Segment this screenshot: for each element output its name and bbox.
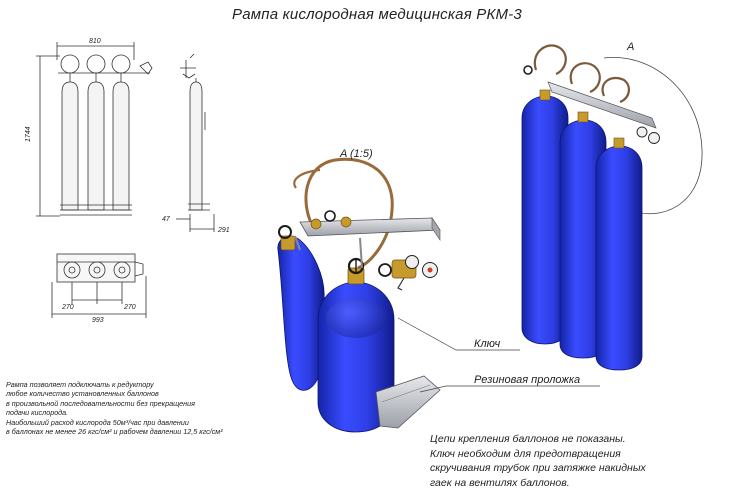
front-view — [36, 42, 153, 217]
note-right-line: Ключ необходим для предотвращения — [430, 447, 621, 460]
callout-leaders — [397, 317, 600, 393]
note-right-line: скручивания трубок при затяжке накидных — [430, 462, 646, 474]
isometric-assembly — [521, 44, 703, 371]
dim-270-right: 270 — [123, 304, 136, 311]
note-right-line: Цепи крепления баллонов не показаны. — [430, 433, 626, 445]
note-left-line: любое количество установленных баллонов — [6, 389, 159, 399]
dim-47: 47 — [162, 216, 171, 223]
detail-view-label: A (1:5) — [339, 148, 373, 160]
note-left-line: подачи кислорода. — [6, 408, 69, 418]
notes-right: Цепи крепления баллонов не показаны. Клю… — [430, 432, 750, 490]
notes-left: Рампа позволяет подключать к редуктору л… — [6, 380, 306, 436]
note-right-line: гаек на вентилях баллонов. — [430, 476, 570, 489]
dim-810: 810 — [89, 38, 101, 45]
detail-view-a — [277, 157, 441, 433]
note-left-line: Наибольший расход кислорода 50м³/час при… — [6, 417, 189, 427]
note-left-line: в произвольной последовательности без пр… — [6, 398, 195, 408]
note-left-line: Рампа позволяет подключать к редуктору — [6, 380, 154, 389]
callout-a-label: A — [626, 41, 634, 53]
dim-1744: 1744 — [25, 126, 32, 142]
diagram-title: Рампа кислородная медицинская РКМ-3 — [232, 6, 522, 23]
key-label: Ключ — [474, 338, 500, 350]
cylinder-right — [595, 145, 643, 371]
dim-270-left: 270 — [61, 304, 74, 311]
side-view — [176, 53, 215, 232]
plan-view — [51, 253, 147, 318]
dim-291: 291 — [217, 227, 230, 234]
dim-993: 993 — [92, 317, 104, 324]
note-left-line: в баллонах не менее 26 кгс/см² и рабочем… — [6, 427, 223, 437]
rubber-pad-label: Резиновая проложка — [474, 374, 580, 386]
